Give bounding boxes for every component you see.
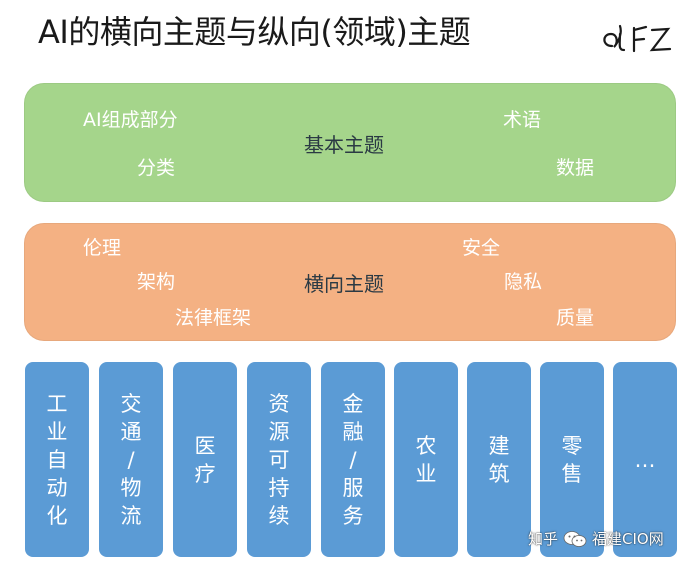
basic-topic-ai-components: AI组成部分	[83, 109, 178, 131]
domain-char: 筑	[488, 461, 510, 486]
domain-char: 物	[120, 475, 142, 500]
basic-topic-terminology: 术语	[503, 109, 542, 131]
domain-char: 续	[268, 503, 290, 528]
domain-char: 自	[46, 447, 68, 472]
wechat-icon	[563, 530, 587, 547]
domain-char: /	[349, 447, 357, 472]
domain-char: 服	[342, 475, 364, 500]
domain-column-more: …	[613, 362, 677, 557]
domain-char: 融	[342, 419, 364, 444]
domain-column-finance-services: 金 融 / 服 务	[321, 362, 385, 557]
watermark: 知乎 福建CIO网	[528, 528, 664, 549]
domain-char: 化	[46, 503, 68, 528]
domain-char: …	[634, 447, 656, 472]
watermark-site-label: 福建CIO网	[592, 530, 664, 548]
domain-char: /	[127, 447, 135, 472]
horizontal-topic-security: 安全	[462, 237, 501, 259]
domain-char: 医	[194, 433, 216, 458]
domain-char: 金	[342, 391, 364, 416]
watermark-source-label: 知乎	[528, 530, 559, 548]
diagram-title: AI的横向主题与纵向(领域)主题	[38, 13, 471, 51]
horizontal-topic-architecture: 架构	[137, 271, 176, 293]
domain-char: 动	[46, 475, 68, 500]
domain-column-construction: 建 筑	[467, 362, 531, 557]
domain-char: 零	[561, 433, 583, 458]
domain-column-healthcare: 医 疗	[173, 362, 237, 557]
domain-column-industrial-automation: 工 业 自 动 化	[25, 362, 89, 557]
domain-char: 售	[561, 461, 583, 486]
domain-char: 建	[488, 433, 510, 458]
horizontal-topic-privacy: 隐私	[504, 271, 543, 293]
basic-topic-classification: 分类	[137, 157, 176, 179]
domain-char: 疗	[194, 461, 216, 486]
domain-char: 工	[46, 391, 68, 416]
domain-char: 资	[268, 391, 290, 416]
domain-column-sustainability: 资 源 可 持 续	[247, 362, 311, 557]
horizontal-topics-label: 横向主题	[304, 272, 384, 296]
domain-column-transport-logistics: 交 通 / 物 流	[99, 362, 163, 557]
domain-char: 流	[120, 503, 142, 528]
domain-char: 业	[46, 419, 68, 444]
domain-char: 交	[120, 391, 142, 416]
horizontal-topic-quality: 质量	[556, 307, 595, 329]
domain-char: 通	[120, 419, 142, 444]
horizontal-topics-band: 伦理 安全 架构 横向主题 隐私 法律框架 质量	[24, 223, 676, 341]
domain-char: 可	[268, 447, 290, 472]
domain-char: 农	[415, 433, 437, 458]
horizontal-topic-ethics: 伦理	[83, 237, 122, 259]
domain-column-retail: 零 售	[540, 362, 604, 557]
basic-topic-data: 数据	[556, 157, 595, 179]
basic-topics-label: 基本主题	[304, 133, 384, 157]
domain-char: 持	[268, 475, 290, 500]
domain-char: 源	[268, 419, 290, 444]
horizontal-topic-legal-framework: 法律框架	[175, 307, 252, 329]
domain-char: 业	[415, 461, 437, 486]
author-signature	[603, 24, 672, 53]
domain-column-agriculture: 农 业	[394, 362, 458, 557]
domain-char: 务	[342, 503, 364, 528]
basic-topics-band: AI组成部分 术语 基本主题 分类 数据	[24, 83, 676, 202]
